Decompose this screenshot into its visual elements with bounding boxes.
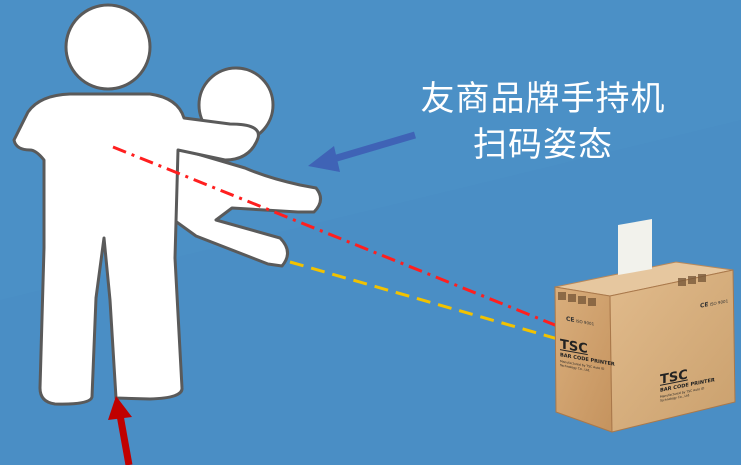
yellow-scan-line xyxy=(289,260,559,341)
caption-line-2: 扫码姿态 xyxy=(473,125,613,165)
carton-box-icon xyxy=(554,219,736,433)
box-label xyxy=(618,219,652,276)
person-icon xyxy=(12,3,260,406)
box-cert-mark: CE xyxy=(566,315,575,325)
caption-line-1: 友商品牌手持机 xyxy=(420,79,666,119)
red-arrow-icon xyxy=(108,396,133,465)
red-scan-line xyxy=(112,145,623,354)
caption: 友商品牌手持机 扫码姿态 xyxy=(398,76,688,168)
blue-arrow-icon xyxy=(308,131,416,172)
